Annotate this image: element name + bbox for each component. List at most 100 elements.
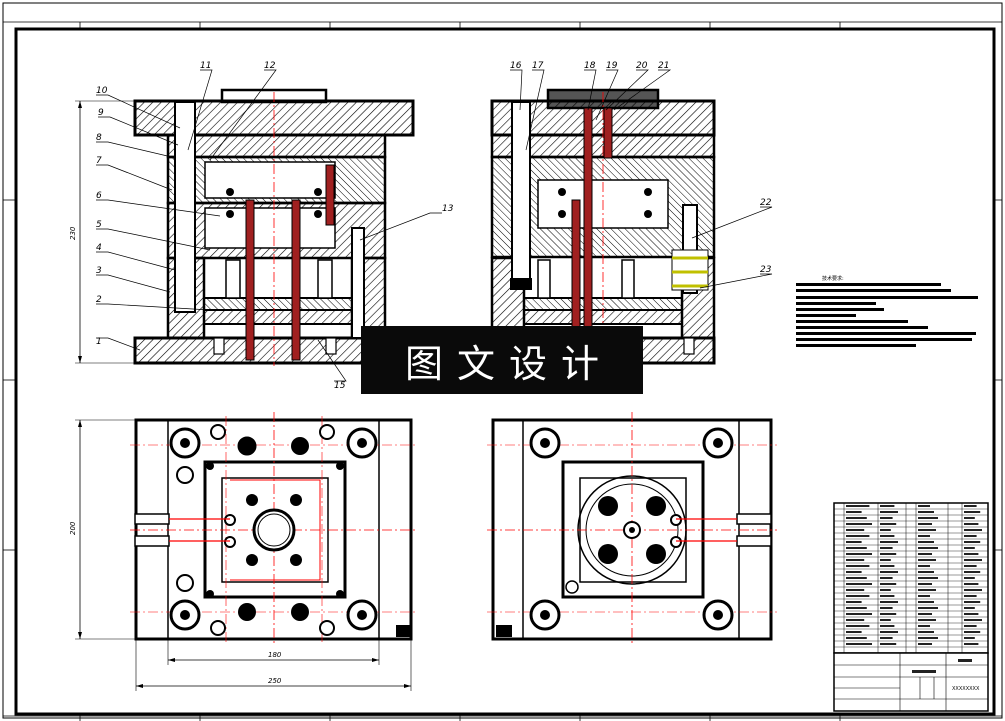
parts-ink-mark [918,589,936,591]
parts-ink-mark [880,511,898,513]
parts-ink-mark [964,589,982,591]
parts-ink-mark [880,541,898,543]
parts-ink-mark [880,535,895,537]
parts-ink-mark [846,619,865,621]
side-section-view [490,88,716,366]
parts-ink-mark [846,613,872,615]
parts-ink-mark [918,505,930,507]
parts-ink-mark [846,547,867,549]
plan-inner-width-label: 180 [268,651,282,659]
parts-ink-mark [918,511,934,513]
parts-ink-mark [964,541,981,543]
parts-ink-mark [880,595,895,597]
front-height-label: 230 [69,226,77,240]
parts-ink-mark [964,577,975,579]
parts-ink-mark [846,523,872,525]
parts-ink-mark [846,535,870,537]
parts-ink-mark [964,535,977,537]
parts-ink-mark [880,625,895,627]
parts-ink-mark [846,541,862,543]
parts-ink-mark [918,637,938,639]
front-section-view [133,88,415,366]
parts-ink-mark [964,631,981,633]
parts-ink-mark [880,589,891,591]
parts-ink-mark [918,631,934,633]
parts-ink-mark [964,511,981,513]
parts-ink-mark [846,595,870,597]
parts-ink-mark [918,643,932,645]
parts-ink-mark [846,637,867,639]
callout-13: 13 [442,204,454,214]
parts-ink-mark [964,559,982,561]
parts-ink-mark [964,571,981,573]
parts-ink-mark [964,505,977,507]
callout-17: 17 [532,61,544,71]
parts-ink-mark [964,613,979,615]
parts-ink-mark [964,601,981,603]
technical-requirements: 技术要求: [796,275,978,347]
parts-ink-mark [846,577,867,579]
parts-ink-mark [880,631,898,633]
parts-ink-mark [918,553,932,555]
parts-ink-mark [846,511,862,513]
callout-6: 6 [96,191,102,201]
parts-ink-mark [964,523,979,525]
callout-16: 16 [510,61,522,71]
callout-18: 18 [584,61,596,71]
callout-12: 12 [264,61,276,71]
parts-ink-mark [964,619,982,621]
drawing-number: XXXXXXXX [952,686,980,692]
parts-ink-mark [918,535,930,537]
parts-ink-mark [964,553,979,555]
parts-ink-mark [846,631,862,633]
parts-ink-mark [918,577,938,579]
parts-ink-mark [880,517,893,519]
parts-ink-mark [880,529,891,531]
title-block: XXXXXXXX [833,652,989,712]
parts-ink-mark [846,601,862,603]
plan-total-width-label: 250 [268,677,282,685]
parts-ink-mark [964,643,979,645]
parts-ink-mark [846,583,872,585]
parts-ink-mark [880,643,897,645]
parts-ink-mark [880,619,891,621]
parts-ink-mark [918,571,934,573]
parts-ink-mark [918,583,932,585]
parts-ink-mark [880,613,897,615]
plan-height-label: 200 [69,521,77,535]
parts-ink-mark [846,625,870,627]
parts-ink-mark [880,523,897,525]
parts-ink-mark [880,571,898,573]
callout-4: 4 [96,243,102,253]
parts-ink-mark [964,583,979,585]
parts-ink-mark [918,541,934,543]
plan-view-left [130,412,417,646]
callout-19: 19 [606,61,618,71]
parts-ink-mark [880,577,893,579]
parts-ink-mark [964,607,975,609]
callout-numbers: 1 2 3 4 5 6 7 8 9 10 11 12 13 15 16 17 1… [96,61,772,391]
parts-ink-mark [846,553,872,555]
tech-requirements-title: 技术要求: [822,275,844,282]
parts-ink-mark [918,565,930,567]
front-height-dimension: 230 [69,100,135,364]
parts-ink-mark [880,547,893,549]
parts-ink-mark [918,595,930,597]
callout-3: 3 [96,266,102,276]
parts-ink-mark [918,517,938,519]
plan-view-right [487,412,777,646]
callout-1: 1 [96,337,102,347]
parts-ink-mark [846,643,872,645]
parts-ink-mark [880,565,895,567]
parts-list [833,502,989,654]
callout-5: 5 [96,220,102,230]
parts-ink-mark [964,625,977,627]
parts-ink-mark [880,505,895,507]
parts-ink-mark [880,583,897,585]
parts-ink-mark [964,595,977,597]
callout-15: 15 [334,381,346,391]
parts-ink-mark [880,637,893,639]
parts-ink-mark [846,505,870,507]
parts-ink-mark [846,565,870,567]
parts-ink-mark [918,601,934,603]
